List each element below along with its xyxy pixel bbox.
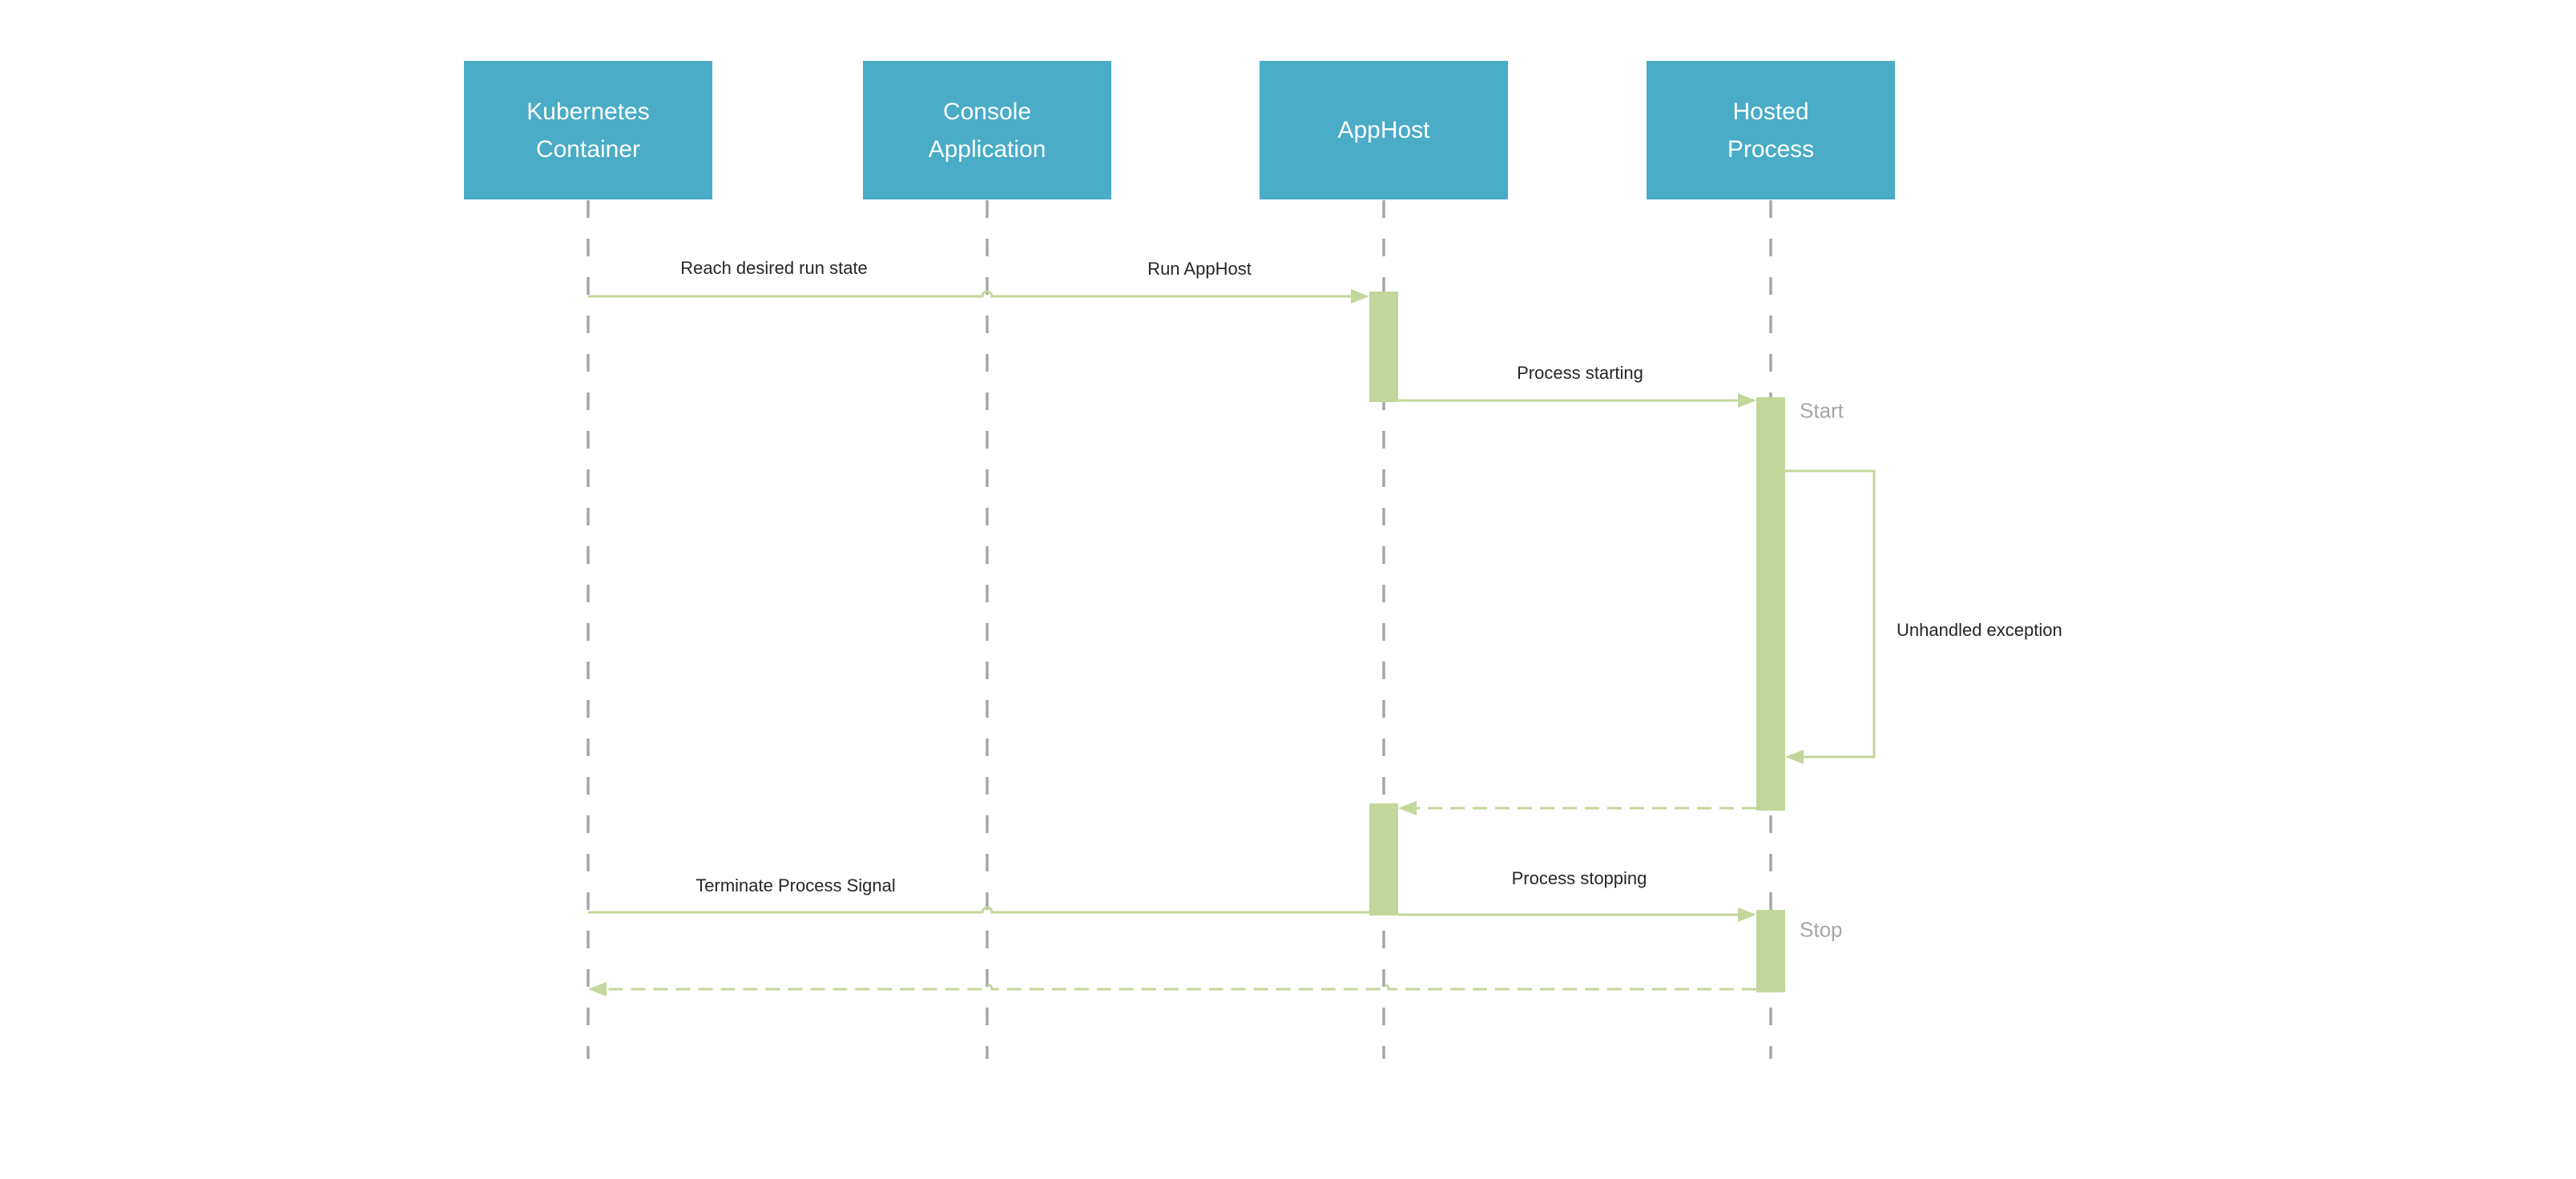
participant-box-apphost: AppHost bbox=[1260, 61, 1508, 199]
participant-name-console-application: Console Application bbox=[928, 98, 1046, 163]
participant-box-hosted-process: Hosted Process bbox=[1647, 61, 1895, 199]
activation-bar-hosted-process-stop bbox=[1756, 910, 1785, 992]
activation-bar-apphost-run bbox=[1369, 292, 1398, 402]
participant-name-hosted-process: Hosted Process bbox=[1727, 98, 1815, 163]
message-line-unhandled-exception-loop bbox=[1785, 469, 1876, 759]
annotation-start: Start bbox=[1800, 398, 1844, 423]
activation-bar-apphost-terminate bbox=[1369, 803, 1398, 915]
message-label-reach-desired-run-state: Reach desired run state bbox=[680, 258, 868, 278]
participant-box-console-application: Console Application bbox=[863, 61, 1111, 199]
arrowhead-run-apphost bbox=[1351, 289, 1369, 304]
return-line-hosted-to-kubernetes bbox=[605, 983, 1756, 991]
arrowhead-unhandled-exception bbox=[1785, 750, 1804, 764]
arrowhead-return-to-kubernetes bbox=[588, 982, 607, 996]
message-line-reach-and-run-apphost bbox=[588, 290, 1353, 298]
message-label-process-stopping: Process stopping bbox=[1511, 868, 1647, 888]
arrowhead-process-starting bbox=[1738, 393, 1756, 408]
message-line-terminate-process-signal bbox=[588, 906, 1369, 914]
participant-name-apphost: AppHost bbox=[1337, 117, 1430, 143]
message-label-process-starting: Process starting bbox=[1517, 363, 1643, 383]
participant-box-kubernetes-container: Kubernetes Container bbox=[464, 61, 712, 199]
annotation-stop: Stop bbox=[1800, 917, 1843, 942]
arrowhead-return-to-apphost bbox=[1398, 801, 1417, 815]
arrowhead-process-stopping bbox=[1738, 907, 1756, 922]
message-label-unhandled-exception: Unhandled exception bbox=[1897, 620, 2062, 640]
message-label-terminate-process-signal: Terminate Process Signal bbox=[695, 875, 896, 895]
message-label-run-apphost: Run AppHost bbox=[1147, 259, 1252, 279]
participant-name-kubernetes-container: Kubernetes Container bbox=[526, 98, 650, 163]
activation-bar-hosted-process-start bbox=[1756, 397, 1785, 811]
